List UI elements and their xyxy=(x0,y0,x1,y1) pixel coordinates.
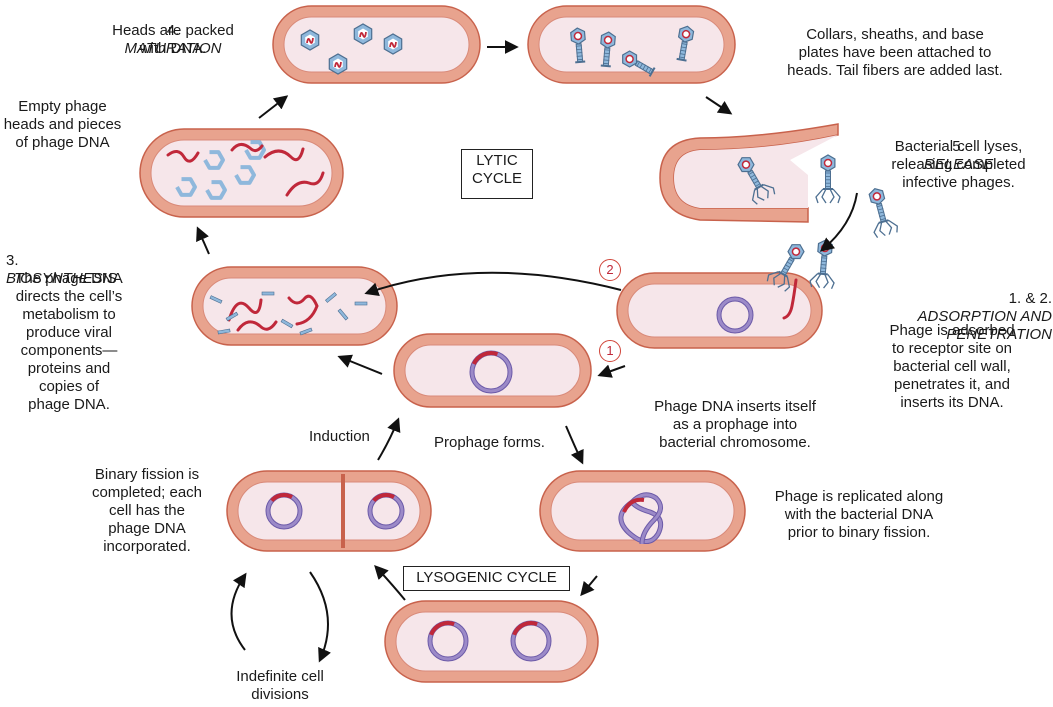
arrow-division-right xyxy=(309,571,331,663)
cell-empty-heads xyxy=(139,128,344,218)
arrow-to-fission xyxy=(374,564,406,601)
cell-lysogenic-pair xyxy=(384,600,599,683)
assembly-desc: Collars, sheaths, and base plates have b… xyxy=(787,26,1003,79)
arrow-to-empty-heads xyxy=(196,226,210,255)
released-phage xyxy=(868,188,898,238)
induction-label: Induction xyxy=(309,428,370,445)
adsorbed-phage xyxy=(809,239,835,290)
replicating-chromosome xyxy=(618,492,664,545)
phage-dna-piece xyxy=(166,150,200,163)
assembled-phage xyxy=(570,27,586,64)
phage-dna-piece xyxy=(230,143,264,153)
empty-head xyxy=(175,177,197,197)
biosynthesis-number: 3. xyxy=(6,252,19,269)
lytic-cycle-box: LYTIC CYCLE xyxy=(461,149,533,199)
empty-head xyxy=(234,165,256,185)
biosynthesis-title: BIOSYNTHESIS xyxy=(6,270,117,287)
phage-protein xyxy=(325,292,337,303)
adsorption-label: 1. & 2. ADSORPTION AND PENETRATION xyxy=(852,272,1052,344)
adsorption-number: 1. & 2. xyxy=(1008,290,1052,307)
head-with-dna xyxy=(300,29,320,51)
arrow-to-adsorption xyxy=(819,192,858,252)
arrow-to-maturation xyxy=(258,95,289,119)
arrow-division-left xyxy=(230,572,247,651)
phage-protein xyxy=(337,308,349,321)
cell-lysing xyxy=(659,123,839,223)
biosynthesis-desc: The phage DNA directs the cell’s metabol… xyxy=(15,270,123,413)
cell-assembly xyxy=(527,5,736,84)
indefinite-divisions-label: Indefinite cell divisions xyxy=(236,668,324,703)
arrow-lytic-path-2 xyxy=(364,271,622,296)
bacterial-chromosome-with-prophage xyxy=(469,350,513,394)
maturation-label: 4. MATURATION xyxy=(88,4,258,58)
adsorption-title: ADSORPTION AND PENETRATION xyxy=(917,308,1052,343)
arrow-to-release xyxy=(705,96,733,115)
phage-dna-copy xyxy=(236,320,278,332)
release-label: 5. RELEASE xyxy=(866,120,1051,174)
lysogenic-chromosome xyxy=(510,620,552,662)
assembled-phage xyxy=(622,50,656,77)
phage-protein xyxy=(280,318,294,329)
phage-dna-copy xyxy=(287,294,319,326)
daughter-chromosome xyxy=(265,492,303,530)
arrow-to-biosynthesis xyxy=(337,354,383,375)
empty-head xyxy=(203,150,225,170)
phage-dna-piece xyxy=(285,171,325,197)
injected-phage-dna xyxy=(782,278,798,320)
arrow-induction xyxy=(377,417,401,461)
head-with-dna xyxy=(353,23,373,45)
phage-protein xyxy=(299,327,313,336)
phage-protein xyxy=(354,301,368,306)
empty-head xyxy=(205,180,227,200)
maturation-desc: Heads are packed with DNA. xyxy=(112,22,234,57)
lysogenic-cycle-box: LYSOGENIC CYCLE xyxy=(403,566,570,591)
maturation-number: 4. xyxy=(166,22,180,39)
binary-fission-desc: Binary fission is completed; each cell h… xyxy=(91,466,203,555)
daughter-chromosome xyxy=(367,492,405,530)
adsorbed-phage xyxy=(766,244,805,292)
phage-protein xyxy=(209,295,223,304)
empty-head xyxy=(244,140,266,160)
released-phage xyxy=(815,154,841,204)
step-1-marker: 1 xyxy=(599,340,621,362)
prophage-forms-label: Prophage forms. xyxy=(434,434,545,451)
empty-heads-label: Empty phage heads and pieces of phage DN… xyxy=(3,98,122,151)
adsorption-desc: Phage is adsorbed to receptor site on ba… xyxy=(889,322,1015,411)
phage-protein xyxy=(217,328,231,335)
arrow-to-replication xyxy=(565,425,584,465)
arrow-to-prophage xyxy=(597,364,626,378)
lysogenic-chromosome xyxy=(427,620,469,662)
maturation-title: MATURATION xyxy=(124,40,222,57)
step-2-marker: 2 xyxy=(599,259,621,281)
release-number: 5. xyxy=(952,138,965,155)
bacterial-chromosome xyxy=(716,296,754,334)
arrow-to-lysogenic-pair xyxy=(580,575,598,597)
assembled-phage xyxy=(676,25,695,62)
phage-dna-copy xyxy=(227,298,263,322)
cell-prophage xyxy=(393,333,592,408)
released-phage xyxy=(737,157,776,205)
release-title: RELEASE xyxy=(923,156,994,173)
assembled-phage xyxy=(600,31,616,68)
head-with-dna xyxy=(328,53,348,75)
phage-protein xyxy=(225,311,239,322)
prophage-insert-desc: Phage DNA inserts itself as a prophage i… xyxy=(654,398,816,451)
release-desc: Bacterial cell lyses, releasing complete… xyxy=(891,138,1026,191)
biosynthesis-label: 3. BIOSYNTHESIS xyxy=(6,234,186,288)
phage-dna-piece xyxy=(263,147,305,162)
head-with-dna xyxy=(383,33,403,55)
replication-desc: Phage is replicated along with the bacte… xyxy=(774,488,944,541)
phage-protein xyxy=(261,291,275,296)
